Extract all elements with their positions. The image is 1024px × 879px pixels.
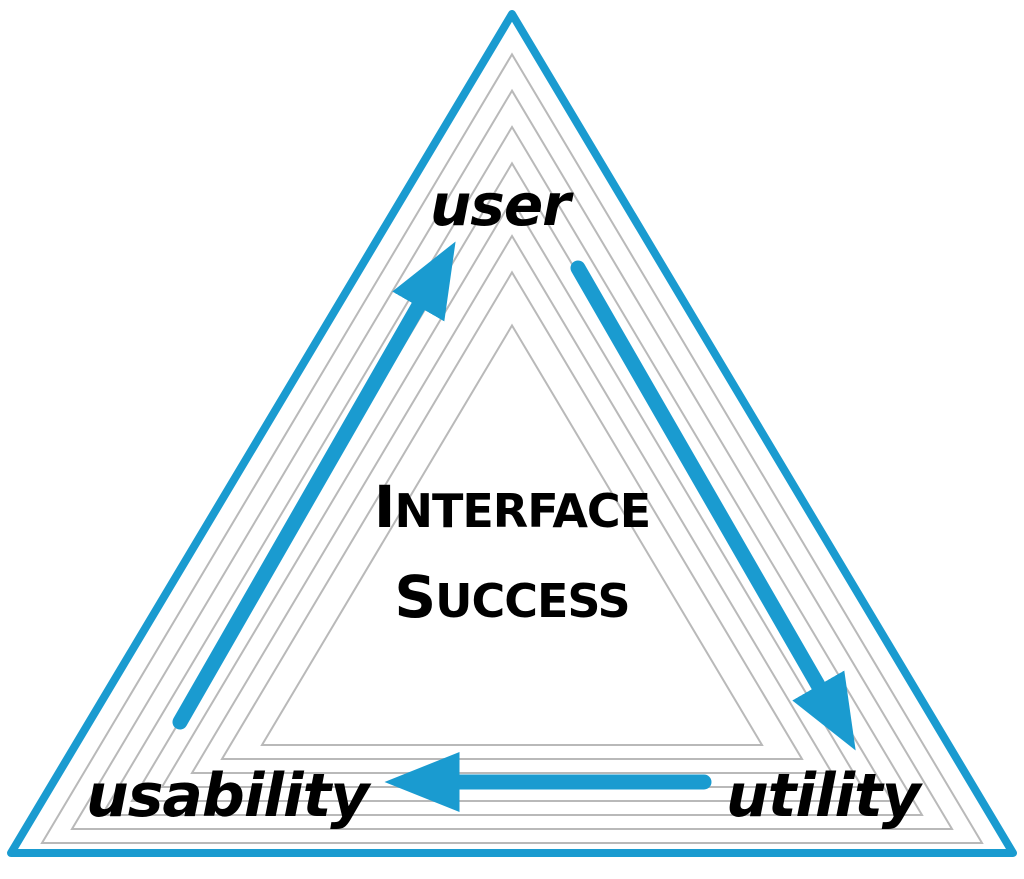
title-line-1-rest: NTERFACE <box>394 484 651 538</box>
arrow-usability-to-user <box>172 241 456 730</box>
center-title-line-1: INTERFACE <box>312 472 712 557</box>
label-user: user <box>430 171 571 239</box>
outer-triangle <box>7 10 1017 857</box>
center-title-line-2: SUCCESS <box>312 562 712 647</box>
inner-triangle-2 <box>70 88 954 830</box>
label-utility: utility <box>726 761 921 831</box>
inner-triangle-7 <box>220 270 804 760</box>
inner-triangle-1 <box>40 52 984 844</box>
title-line-1-initial: I <box>373 473 396 541</box>
arrow-user-to-utility <box>570 260 856 751</box>
inner-triangle-8 <box>260 323 764 746</box>
title-line-2-rest: UCCESS <box>435 574 630 628</box>
label-usability: usability <box>86 761 369 831</box>
title-line-2-initial: S <box>394 563 436 631</box>
inner-triangle-6 <box>190 234 834 774</box>
inner-triangle-3 <box>100 125 924 816</box>
